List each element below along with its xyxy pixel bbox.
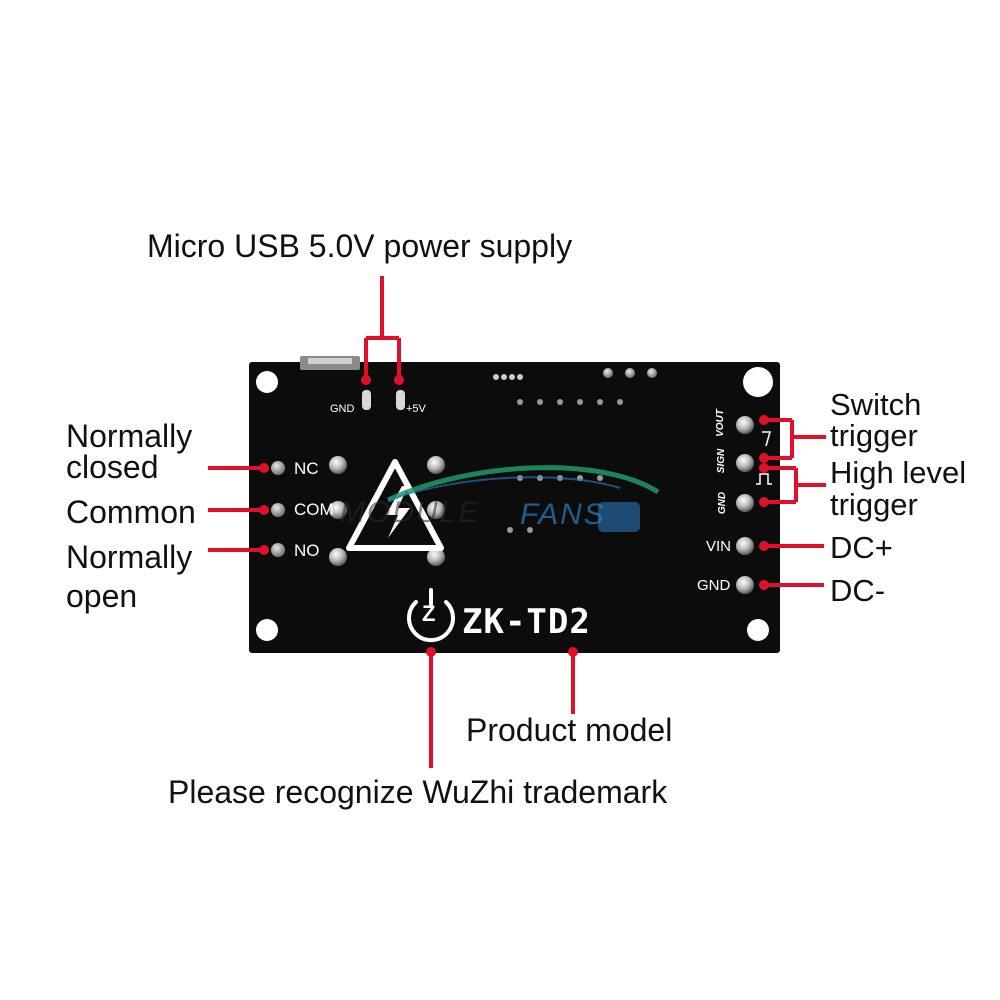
pin-label-gnd-dc: GND	[697, 577, 731, 594]
normally-closed-label-line1: Normally	[66, 418, 193, 454]
callout-dots	[259, 375, 769, 657]
pin-label-gnd-trigger: GND	[717, 491, 729, 515]
watermark-swoosh	[386, 465, 660, 503]
normally-closed-label-line2: closed	[66, 449, 159, 485]
normally-open-label-line2: open	[66, 578, 138, 614]
common-label: Common	[66, 494, 196, 530]
pcb-board	[249, 362, 780, 653]
dc-minus-label: DC-	[830, 573, 886, 608]
pin-label-gnd-usb: GND	[330, 403, 355, 415]
pin-label-sign: SIGN	[716, 448, 728, 474]
product-model-text: ZK-TD2	[462, 602, 591, 642]
wuzhi-logo-letter: Z	[422, 601, 436, 626]
high-level-trigger-label-line2: trigger	[830, 487, 918, 522]
dc-plus-label: DC+	[830, 530, 893, 565]
pin-label-com: COM	[294, 500, 334, 519]
trademark-label: Please recognize WuZhi trademark	[168, 774, 668, 810]
pin-label-vout: VOUT	[714, 409, 726, 437]
pin-label-no: NO	[294, 541, 320, 560]
wuzhi-logo-icon	[407, 588, 455, 643]
usb-power-supply-label: Micro USB 5.0V power supply	[147, 228, 573, 264]
product-model-label: Product model	[466, 712, 673, 748]
mounting-holes	[256, 367, 773, 641]
relay-terminal-pads	[271, 461, 285, 557]
high-level-trigger-label-line1: High level	[830, 455, 967, 490]
high-voltage-warning-icon	[346, 459, 444, 551]
switch-trigger-label-line2: trigger	[830, 418, 918, 453]
watermark-word-right: FANS	[520, 498, 606, 531]
gnd-usb-pad	[362, 390, 371, 410]
relay-screws	[329, 456, 445, 566]
plus5v-pad	[396, 390, 405, 410]
normally-open-label-line1: Normally	[66, 539, 193, 575]
trigger-terminal-pads	[736, 416, 754, 594]
watermark-word-left: MODULE	[340, 496, 481, 529]
pin-label-nc: NC	[294, 459, 319, 478]
pin-label-plus5v: +5V	[406, 403, 426, 415]
switch-trigger-label-line1: Switch	[830, 387, 922, 422]
top-header-pads	[493, 368, 657, 533]
pin-label-vin: VIN	[706, 538, 732, 555]
